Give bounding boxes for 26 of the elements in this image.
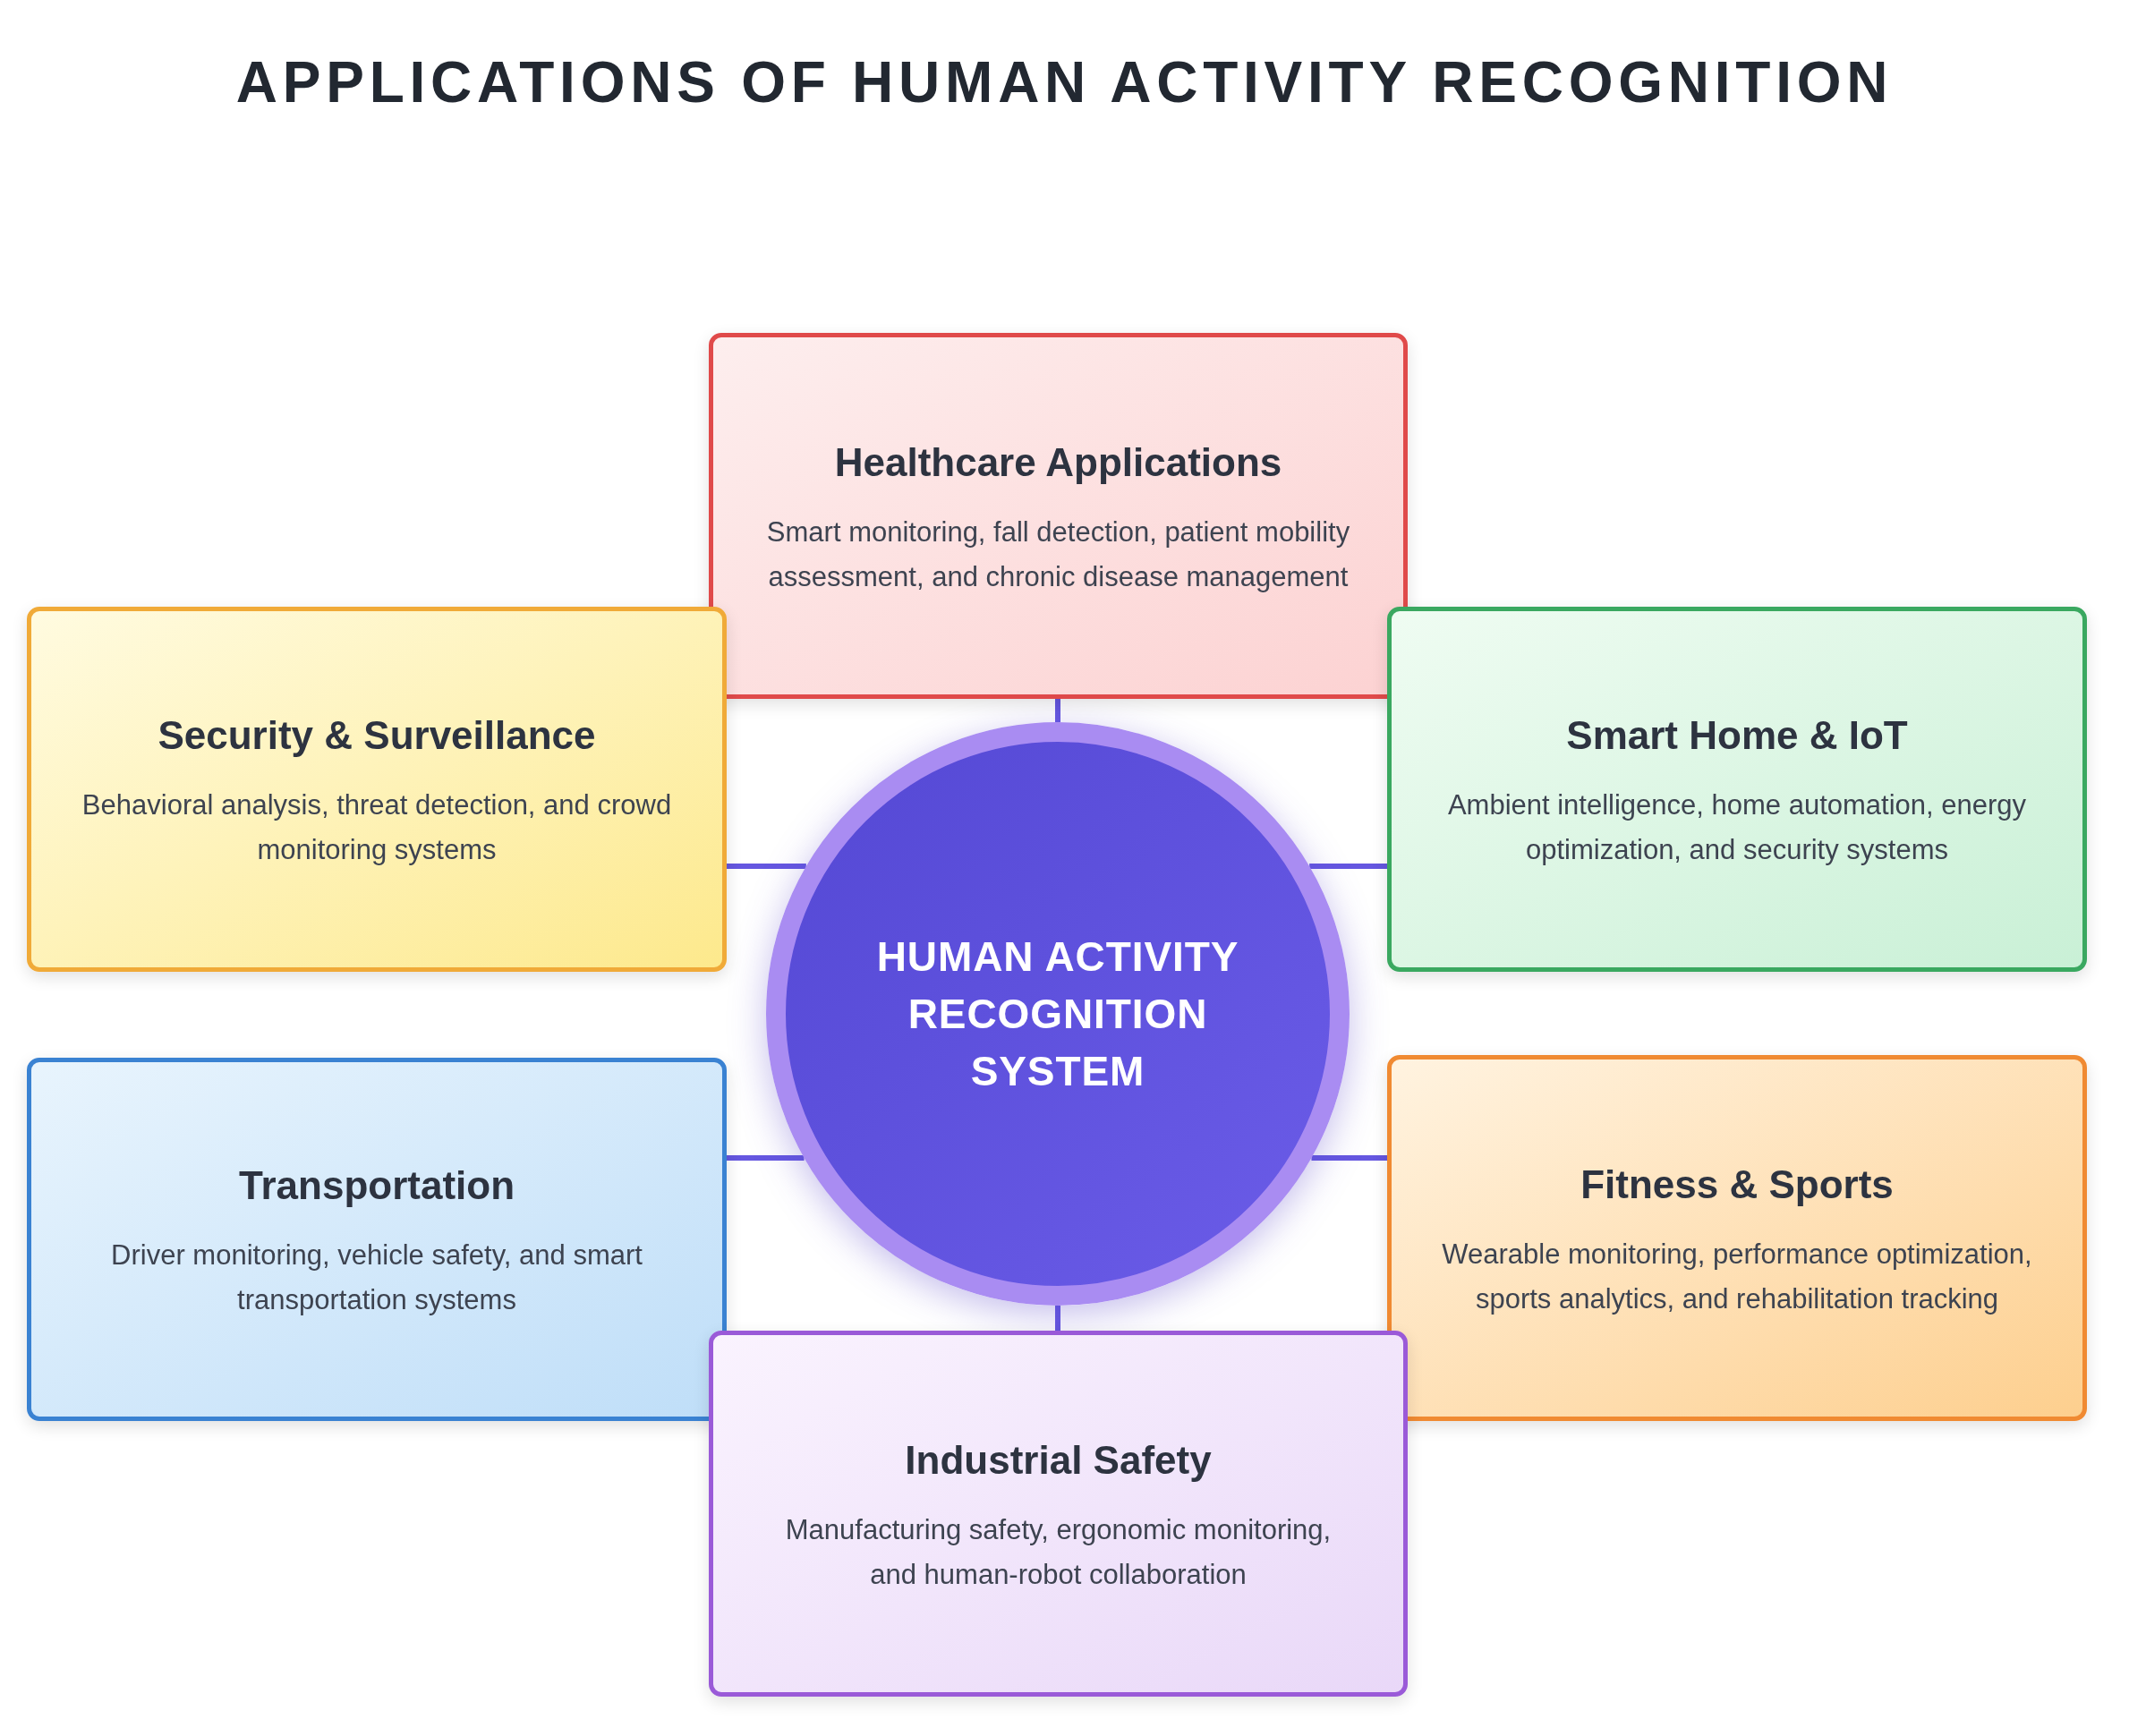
card-heading: Fitness & Sports [1580,1161,1894,1208]
card-description: Manufacturing safety, ergonomic monitoring, and human-robot collaboration [784,1512,1333,1592]
application-card [709,1331,1408,1697]
card-heading: Security & Surveillance [158,712,596,759]
card-description: Ambient intelligence, home automation, energy optimization, and security systems [1446,788,2028,867]
card-description: Wearable monitoring, performance optimization, sports analytics, and rehabilitation tracking [1442,1237,2032,1316]
connector-line [727,864,806,869]
card-heading: Smart Home & IoT [1566,712,1908,759]
center-label: HUMAN ACTIVITY RECOGNITION SYSTEM [875,932,1240,1096]
card-description: Behavioral analysis, threat detection, and crowd monitoring systems [81,788,672,867]
connector-line [1055,1306,1060,1331]
card-description: Driver monitoring, vehicle safety, and smart transportation systems [110,1238,643,1317]
card-description: Smart monitoring, fall detection, patient mobility assessment, and chronic disease management [765,515,1351,594]
card-heading: Transportation [239,1162,515,1209]
application-card [709,333,1408,699]
application-card [27,1058,727,1421]
application-card [1387,607,2087,972]
application-card [1387,1055,2087,1421]
title: APPLICATIONS OF HUMAN ACTIVITY RECOGNITION [235,49,1894,116]
application-card [27,607,727,972]
connector-line [1309,864,1387,869]
connector-line [1055,699,1060,722]
card-heading: Industrial Safety [905,1436,1212,1484]
connector-line [1311,1155,1387,1161]
card-heading: Healthcare Applications [834,438,1282,486]
connector-line [727,1155,805,1161]
